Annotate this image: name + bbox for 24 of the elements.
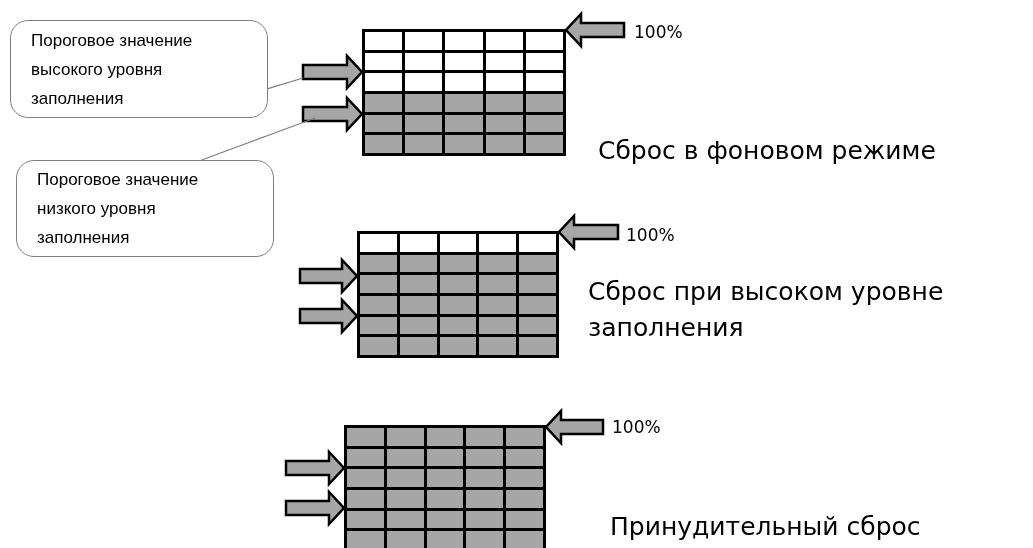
block-arrow [284, 488, 346, 528]
block-arrow [284, 448, 346, 488]
buffer-grid [344, 425, 546, 548]
callout-bubble [16, 160, 274, 257]
block-arrow [301, 94, 364, 134]
mode-caption: Принудительный сброс [610, 511, 921, 543]
block-arrow [298, 296, 359, 336]
buffer-grid [357, 231, 559, 358]
leader-line [201, 117, 316, 161]
block-arrow [544, 407, 605, 447]
block-arrow [557, 212, 620, 252]
callout-bubble [10, 20, 268, 118]
callout-text: Пороговое значение низкого уровня заполнения [37, 169, 200, 249]
level-label: 100% [612, 416, 661, 439]
block-arrow [564, 10, 626, 50]
callout-text: Пороговое значение высокого уровня заполнения [31, 29, 194, 110]
block-arrow [298, 256, 359, 296]
mode-caption: Сброс в фоновом режиме [598, 135, 936, 167]
level-label: 100% [626, 224, 675, 247]
block-arrow [301, 52, 364, 92]
buffer-grid [362, 29, 566, 156]
mode-caption: Сброс при высоком уровне заполнения [588, 276, 945, 344]
level-label: 100% [634, 21, 683, 44]
leader-line [267, 77, 304, 90]
